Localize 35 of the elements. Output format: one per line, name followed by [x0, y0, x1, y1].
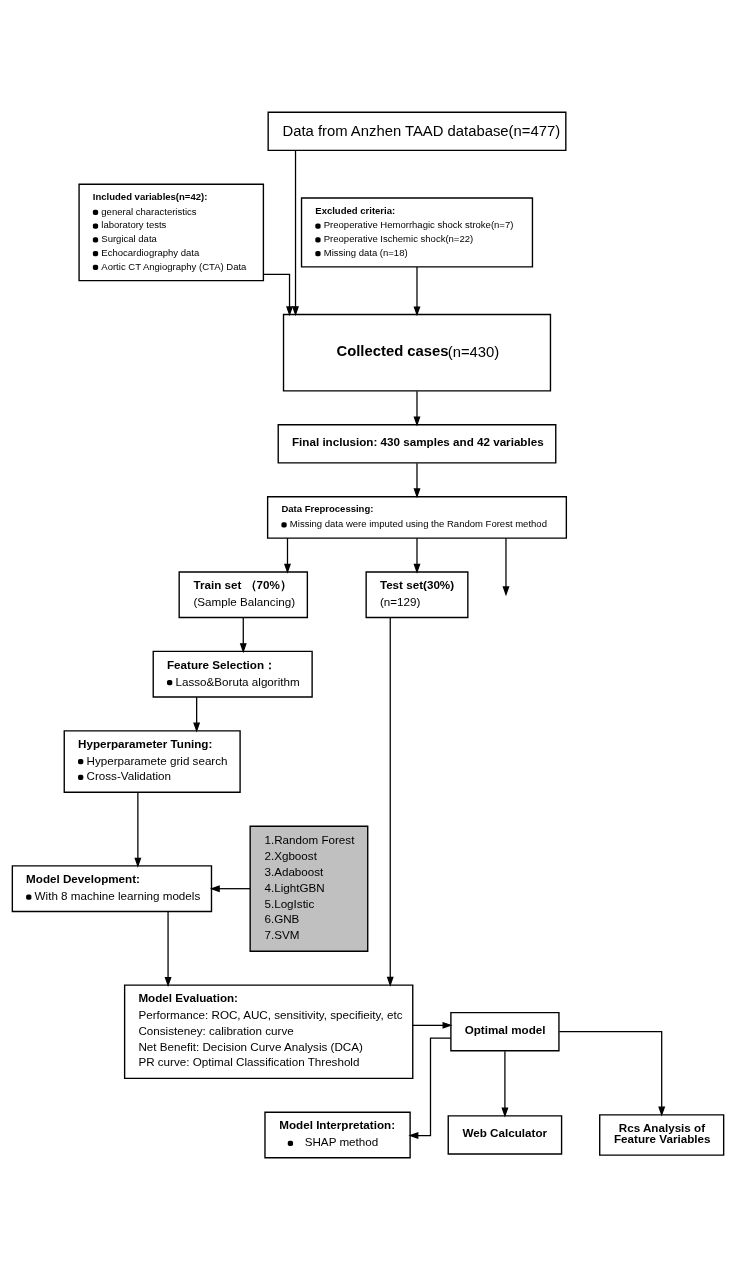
node-box: Model Interpretation: SHAP method [264, 1111, 411, 1158]
node-box: Test set(30%) (n=129) [365, 570, 469, 618]
node-box: Optimal model [450, 1011, 560, 1051]
node-box: Model Development: With 8 machine learning models [11, 864, 213, 912]
node-box: Included variables(n=42): general characteristics laboratory tests Surgical data Echocardiography data Aortic CT Angiography (CTA) Data [78, 183, 265, 281]
arrow [501, 1050, 509, 1118]
arrow [292, 149, 299, 316]
node-box: Final inclusion: 430 samples and 42 variables [277, 423, 557, 464]
node-box: Train set （70%） (Sample Balancing) [178, 570, 309, 618]
arrow [413, 265, 421, 316]
node-box: Hyperparameter Tuning: Hyperparamete grid search Cross-Validation [63, 729, 241, 793]
arrow [209, 884, 251, 892]
arrow [413, 462, 421, 498]
arrow [413, 537, 421, 574]
arrow [164, 910, 172, 987]
node-box: Rcs Analysis of Feature Variables [599, 1113, 725, 1156]
arrow [284, 537, 291, 574]
node-box: Feature Selection： Lasso&Boruta algorithm [152, 650, 313, 698]
node-box: Web Calculator [447, 1114, 563, 1155]
node-box: Excluded criteria: Preoperative Hemorrhagic shock stroke(n=7) Preoperative Ischemic shock(n=22) Missing data (n=18) [300, 196, 534, 268]
arrow [408, 1036, 452, 1139]
node-box: Data from Anzhen TAAD database(n=477) [267, 111, 567, 151]
arrow [386, 616, 394, 987]
arrow [412, 1021, 453, 1029]
node-box: Model Evaluation: Performance: ROC, AUC, sensitivity, specifieity, etc Consisteney: calibration curve Net Benefit: Decision Curve Analysis (DCA) PR curve: Optimal Classification Threshold [123, 983, 414, 1079]
arrow [134, 791, 142, 868]
arrow [262, 273, 293, 316]
arrow [413, 390, 421, 426]
arrow [239, 616, 247, 653]
node-box: 1.Random Forest 2.Xgboost 3.Adaboost 4.LightGBN 5.LogIstic 6.GNB 7.SVM [249, 825, 369, 952]
node-box: Collected cases(n=430) [282, 313, 552, 391]
arrow [502, 537, 510, 596]
arrow [193, 696, 201, 732]
arrow [558, 1030, 666, 1116]
node-box: Data Freprocessing: Missing data were imputed using the Random Forest method [266, 495, 568, 539]
